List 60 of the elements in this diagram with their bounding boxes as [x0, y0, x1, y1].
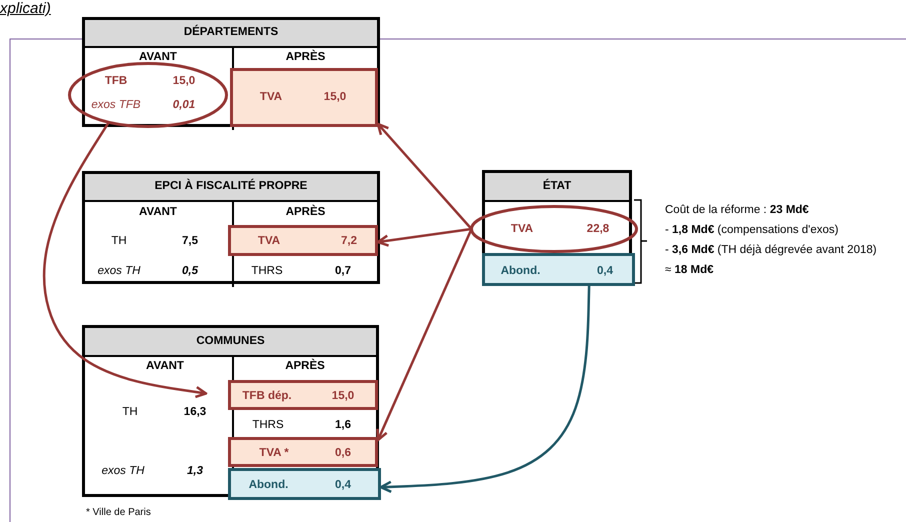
note-text: ≈ 18 Md€	[665, 263, 714, 277]
amount-value: 15,0	[330, 389, 356, 403]
highlight-box	[228, 225, 378, 256]
tax-label: TVA *	[258, 446, 290, 460]
table-panel	[82, 325, 379, 497]
column-heading: AVANT	[145, 359, 185, 373]
tax-label: TH	[110, 234, 128, 248]
amount-value: 0,6	[334, 446, 352, 460]
amount-value: 0,01	[172, 98, 196, 112]
tax-label: TVA	[256, 234, 282, 248]
tax-label: TFB dép.	[241, 389, 293, 403]
tax-label: THRS	[250, 264, 284, 278]
column-heading: APRÈS	[284, 359, 326, 373]
column-heading: APRÈS	[284, 205, 326, 219]
column-heading: AVANT	[138, 50, 178, 64]
table-title: DÉPARTEMENTS	[182, 25, 280, 39]
amount-value: 15,0	[322, 90, 348, 104]
amount-value: 1,6	[334, 418, 352, 432]
amount-value: 7,5	[181, 234, 199, 248]
arrow	[43, 122, 208, 398]
arrow	[376, 122, 472, 230]
highlight-box	[228, 380, 378, 410]
table-title: COMMUNES	[195, 334, 266, 348]
note-text: - 3,6 Md€ (TH déjà dégrevée avant 2018)	[665, 243, 877, 257]
highlight-box	[230, 68, 378, 127]
arrow	[380, 286, 590, 494]
tax-label: TVA	[258, 90, 284, 104]
amount-value: 0,4	[334, 478, 352, 492]
note-text: - 1,8 Md€ (compensations d'exos)	[665, 223, 839, 237]
tax-label: TH	[121, 405, 139, 419]
highlight-box	[482, 253, 635, 286]
amount-value: 22,8	[586, 222, 610, 236]
tax-label: TVA	[510, 222, 534, 236]
amount-value: 0,7	[334, 264, 352, 278]
table-panel	[82, 171, 380, 284]
column-heading: AVANT	[138, 205, 178, 219]
tax-label: Abond.	[500, 264, 542, 278]
amount-value: 15,0	[172, 74, 196, 88]
amount-value: 0,5	[181, 264, 200, 278]
tax-label: exos TH	[96, 264, 142, 278]
table-title: ÉTAT	[542, 179, 572, 193]
highlight-ellipse	[470, 205, 638, 253]
tax-label: exos TFB	[90, 98, 142, 112]
column-heading: APRÈS	[284, 50, 326, 64]
amount-value: 0,4	[596, 264, 614, 278]
tax-label: THRS	[251, 418, 285, 432]
amount-value: 1,3	[186, 464, 204, 478]
arrow	[376, 228, 472, 247]
tax-label: Abond.	[248, 478, 290, 492]
amount-value: 16,3	[182, 405, 208, 419]
tax-label: TFB	[104, 74, 128, 88]
highlight-ellipse	[68, 62, 228, 128]
amount-value: 7,2	[340, 234, 358, 248]
arrow	[376, 228, 473, 442]
table-title: EPCI À FISCALITÉ PROPRE	[154, 179, 308, 193]
footnote: * Ville de Paris	[86, 506, 151, 520]
highlight-box	[228, 468, 381, 500]
note-text: Coût de la réforme : 23 Md€	[665, 203, 809, 217]
highlight-box	[228, 437, 378, 467]
tax-label: exos TH	[100, 464, 146, 478]
